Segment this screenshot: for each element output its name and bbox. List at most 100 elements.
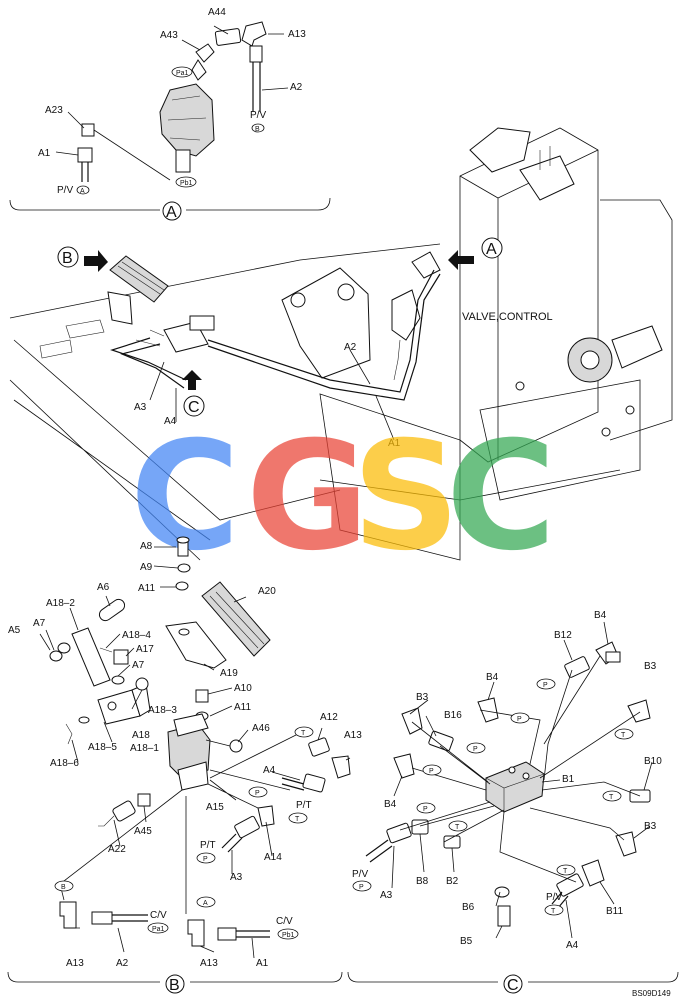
label-a3-b: A3 bbox=[230, 872, 243, 883]
a18-3-bushing bbox=[135, 677, 149, 691]
svg-text:P: P bbox=[429, 768, 434, 775]
svg-text:A: A bbox=[486, 241, 497, 258]
svg-text:A: A bbox=[80, 188, 85, 195]
bubble-pb1-b bbox=[277, 928, 299, 940]
travel-pedal bbox=[109, 255, 169, 303]
svg-text:T: T bbox=[551, 908, 556, 915]
label-b4-c2: B4 bbox=[486, 672, 499, 683]
bubble-b-top bbox=[251, 123, 265, 133]
a2-hose-b bbox=[112, 914, 148, 922]
svg-text:P: P bbox=[203, 856, 208, 863]
detail-b-group: T P T P B A Pa1 Pb1 A8 A9 A11 A20 A6 A18… bbox=[7, 536, 362, 994]
a6-pin bbox=[98, 598, 126, 622]
b6-washer bbox=[494, 886, 510, 898]
label-b11: B11 bbox=[606, 906, 623, 917]
label-pv-c1: P/V bbox=[352, 869, 368, 880]
bubble-pa1 bbox=[171, 66, 193, 78]
a13-elbow-b1 bbox=[59, 901, 77, 929]
label-a45: A45 bbox=[134, 826, 152, 837]
label-b2: B2 bbox=[446, 876, 459, 887]
label-a1-top: A1 bbox=[38, 148, 51, 159]
label-a10: A10 bbox=[234, 683, 252, 694]
callout-a bbox=[481, 237, 503, 259]
label-a18-4: A18–4 bbox=[122, 630, 151, 641]
label-a1-main: A1 bbox=[388, 438, 401, 449]
label-a46: A46 bbox=[252, 723, 270, 734]
label-a14: A14 bbox=[264, 852, 282, 863]
bubble-t-b2 bbox=[288, 812, 308, 824]
bubble-p-c4 bbox=[422, 764, 442, 776]
b11-elbow bbox=[581, 859, 605, 887]
svg-text:T: T bbox=[455, 824, 460, 831]
svg-text:A: A bbox=[203, 900, 208, 907]
watermark-letter-c2: C bbox=[446, 410, 556, 584]
a7-washer-a bbox=[57, 642, 71, 654]
bubble-pa1-b bbox=[147, 922, 169, 934]
label-b3-c1: B3 bbox=[644, 661, 657, 672]
bubble-b-b bbox=[54, 880, 74, 892]
arrow-a bbox=[448, 250, 474, 270]
label-a20: A20 bbox=[258, 586, 276, 597]
detail-b-bracket bbox=[7, 971, 343, 983]
detail-a-bracket bbox=[9, 197, 331, 211]
label-a6: A6 bbox=[97, 582, 110, 593]
label-a2-top: A2 bbox=[290, 82, 303, 93]
a4-hose-b bbox=[281, 777, 305, 791]
label-b8: B8 bbox=[416, 876, 429, 887]
label-a3-c: A3 bbox=[380, 890, 393, 901]
a11-washer bbox=[175, 581, 189, 591]
detail-a-letter: A bbox=[166, 204, 177, 221]
svg-text:Pb1: Pb1 bbox=[282, 932, 295, 939]
label-pv-a: P/V bbox=[57, 185, 73, 196]
a23-fitting bbox=[81, 123, 95, 137]
bubble-t-c4 bbox=[556, 864, 576, 876]
label-a1-b: A1 bbox=[256, 958, 269, 969]
a17-bolt bbox=[113, 649, 129, 665]
b3-elbow-2 bbox=[401, 707, 423, 735]
label-a13-b3: A13 bbox=[200, 958, 218, 969]
label-a2-main: A2 bbox=[344, 342, 357, 353]
detail-c-group: P P T P P T P T T P T B4 B12 B3 B4 B3 B1… bbox=[347, 610, 679, 994]
label-a8: A8 bbox=[140, 541, 153, 552]
svg-text:P: P bbox=[423, 806, 428, 813]
a46-plug bbox=[229, 739, 243, 753]
label-b4-c1: B4 bbox=[594, 610, 607, 621]
a4-fitting-c bbox=[556, 873, 584, 897]
label-b10: B10 bbox=[644, 756, 662, 767]
bubble-p-c3 bbox=[466, 742, 486, 754]
label-pt-b2: P/T bbox=[200, 840, 216, 851]
label-pv-b: P/V bbox=[250, 110, 266, 121]
a22-sensor bbox=[112, 800, 136, 822]
a7-washer-b bbox=[111, 675, 125, 685]
label-a19: A19 bbox=[220, 668, 238, 679]
bubble-p-c2 bbox=[510, 712, 530, 724]
bubble-p-b1 bbox=[248, 786, 268, 798]
a3-hose-c bbox=[365, 839, 393, 863]
a18-6-clip bbox=[65, 723, 73, 745]
a13-elbow-b2 bbox=[187, 919, 205, 947]
label-a12: A12 bbox=[320, 712, 338, 723]
bubble-p-c6 bbox=[352, 880, 372, 892]
label-a11-b2: A11 bbox=[234, 702, 251, 713]
label-a2-b: A2 bbox=[116, 958, 129, 969]
svg-text:C: C bbox=[188, 399, 200, 416]
b4-elbow-3 bbox=[393, 753, 415, 779]
label-a44: A44 bbox=[208, 7, 226, 18]
b4-elbow-2 bbox=[477, 697, 499, 723]
a13-elbow-top bbox=[241, 21, 267, 47]
a1-hose-b bbox=[236, 930, 270, 938]
detail-c-letter: C bbox=[507, 977, 519, 994]
b3-elbow-3 bbox=[615, 831, 637, 857]
control-valve-main bbox=[391, 289, 421, 341]
pilot-valve-stem bbox=[175, 149, 191, 173]
label-a18-5: A18–5 bbox=[88, 742, 117, 753]
bubble-t-c2 bbox=[602, 790, 622, 802]
hose-a2 bbox=[207, 273, 441, 401]
bubble-p-b2 bbox=[196, 852, 216, 864]
watermark: C G S C bbox=[130, 410, 556, 584]
svg-text:P: P bbox=[255, 790, 260, 797]
bubble-a-top bbox=[76, 185, 90, 195]
label-a13-top: A13 bbox=[288, 29, 306, 40]
a3-fitting-c bbox=[386, 822, 412, 844]
